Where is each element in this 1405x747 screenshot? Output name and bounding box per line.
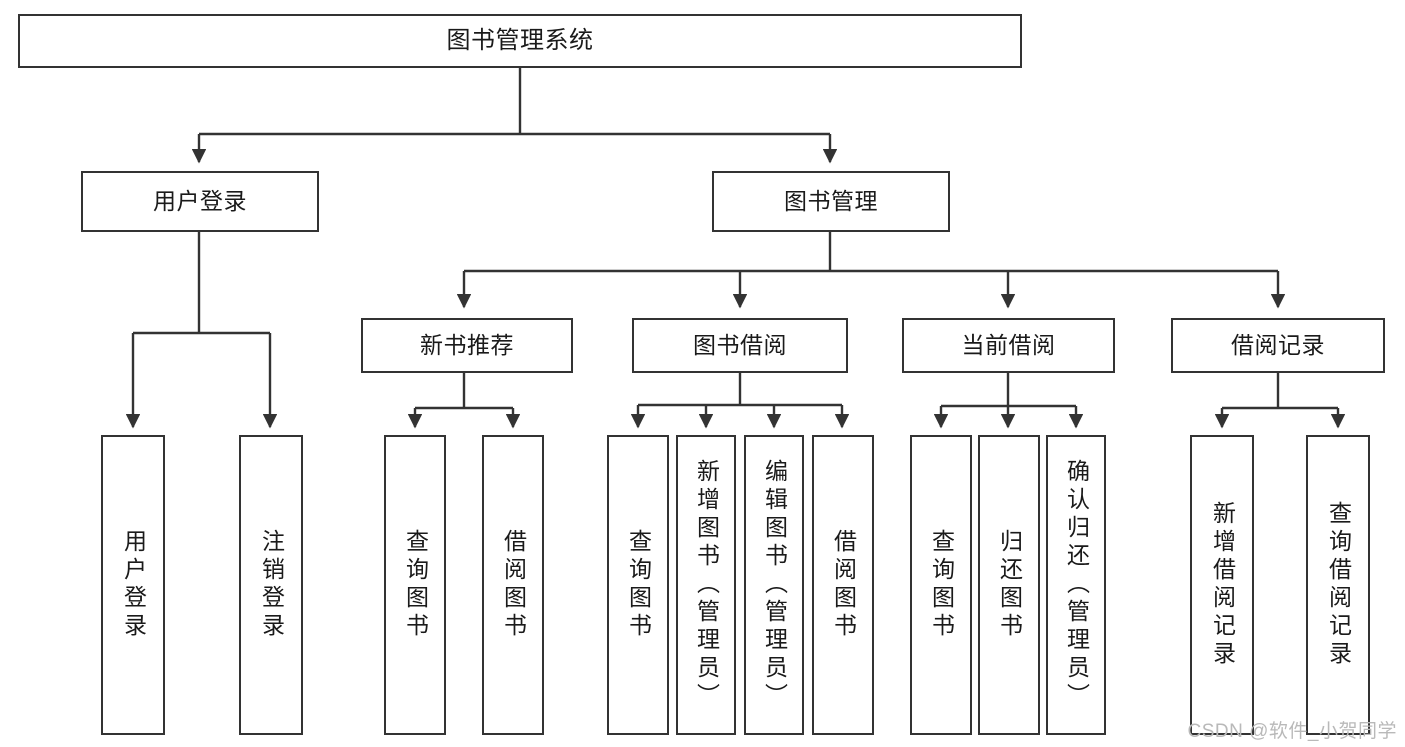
- node-leaf-user-login-label: 用户登录: [120, 529, 147, 641]
- node-leaf-add-record-label: 新增借阅记录: [1209, 501, 1236, 669]
- node-new-book-recommend-label: 新书推荐: [420, 331, 514, 358]
- node-leaf-query-book-2[interactable]: 查询图书: [607, 435, 669, 735]
- node-leaf-query-book-3[interactable]: 查询图书: [910, 435, 972, 735]
- node-leaf-return-book-label: 归还图书: [996, 529, 1023, 641]
- node-user-login[interactable]: 用户登录: [81, 171, 319, 232]
- node-leaf-borrow-book-1[interactable]: 借阅图书: [482, 435, 544, 735]
- node-leaf-confirm-return-label: 确认归还（管理员）: [1063, 459, 1090, 711]
- node-leaf-borrow-book-1-label: 借阅图书: [500, 529, 527, 641]
- node-leaf-query-record-label: 查询借阅记录: [1325, 501, 1352, 669]
- node-leaf-return-book[interactable]: 归还图书: [978, 435, 1040, 735]
- node-book-manage-label: 图书管理: [784, 187, 878, 214]
- node-new-book-recommend[interactable]: 新书推荐: [361, 318, 573, 373]
- node-leaf-edit-book[interactable]: 编辑图书（管理员）: [744, 435, 804, 735]
- node-leaf-query-book-1-label: 查询图书: [402, 529, 429, 641]
- node-leaf-edit-book-label: 编辑图书（管理员）: [761, 459, 788, 711]
- node-leaf-query-book-2-label: 查询图书: [625, 529, 652, 641]
- node-book-borrow-label: 图书借阅: [693, 331, 787, 358]
- node-user-login-label: 用户登录: [153, 187, 247, 214]
- node-leaf-query-record[interactable]: 查询借阅记录: [1306, 435, 1370, 735]
- node-leaf-logout-login[interactable]: 注销登录: [239, 435, 303, 735]
- node-leaf-query-book-3-label: 查询图书: [928, 529, 955, 641]
- node-leaf-query-book-1[interactable]: 查询图书: [384, 435, 446, 735]
- node-current-borrow-label: 当前借阅: [961, 331, 1056, 358]
- node-leaf-user-login[interactable]: 用户登录: [101, 435, 165, 735]
- node-leaf-confirm-return[interactable]: 确认归还（管理员）: [1046, 435, 1106, 735]
- node-borrow-record-label: 借阅记录: [1231, 331, 1325, 358]
- node-leaf-logout-login-label: 注销登录: [258, 529, 285, 641]
- node-book-borrow[interactable]: 图书借阅: [632, 318, 848, 373]
- node-root[interactable]: 图书管理系统: [18, 14, 1022, 68]
- node-root-label: 图书管理系统: [446, 26, 594, 54]
- csdn-watermark: CSDN @软件_小贺同学: [1187, 721, 1397, 742]
- node-current-borrow[interactable]: 当前借阅: [902, 318, 1115, 373]
- node-leaf-borrow-book-2-label: 借阅图书: [830, 529, 857, 641]
- node-leaf-add-book[interactable]: 新增图书（管理员）: [676, 435, 736, 735]
- node-leaf-add-record[interactable]: 新增借阅记录: [1190, 435, 1254, 735]
- node-borrow-record[interactable]: 借阅记录: [1171, 318, 1385, 373]
- node-leaf-borrow-book-2[interactable]: 借阅图书: [812, 435, 874, 735]
- node-book-manage[interactable]: 图书管理: [712, 171, 950, 232]
- node-leaf-add-book-label: 新增图书（管理员）: [693, 459, 720, 711]
